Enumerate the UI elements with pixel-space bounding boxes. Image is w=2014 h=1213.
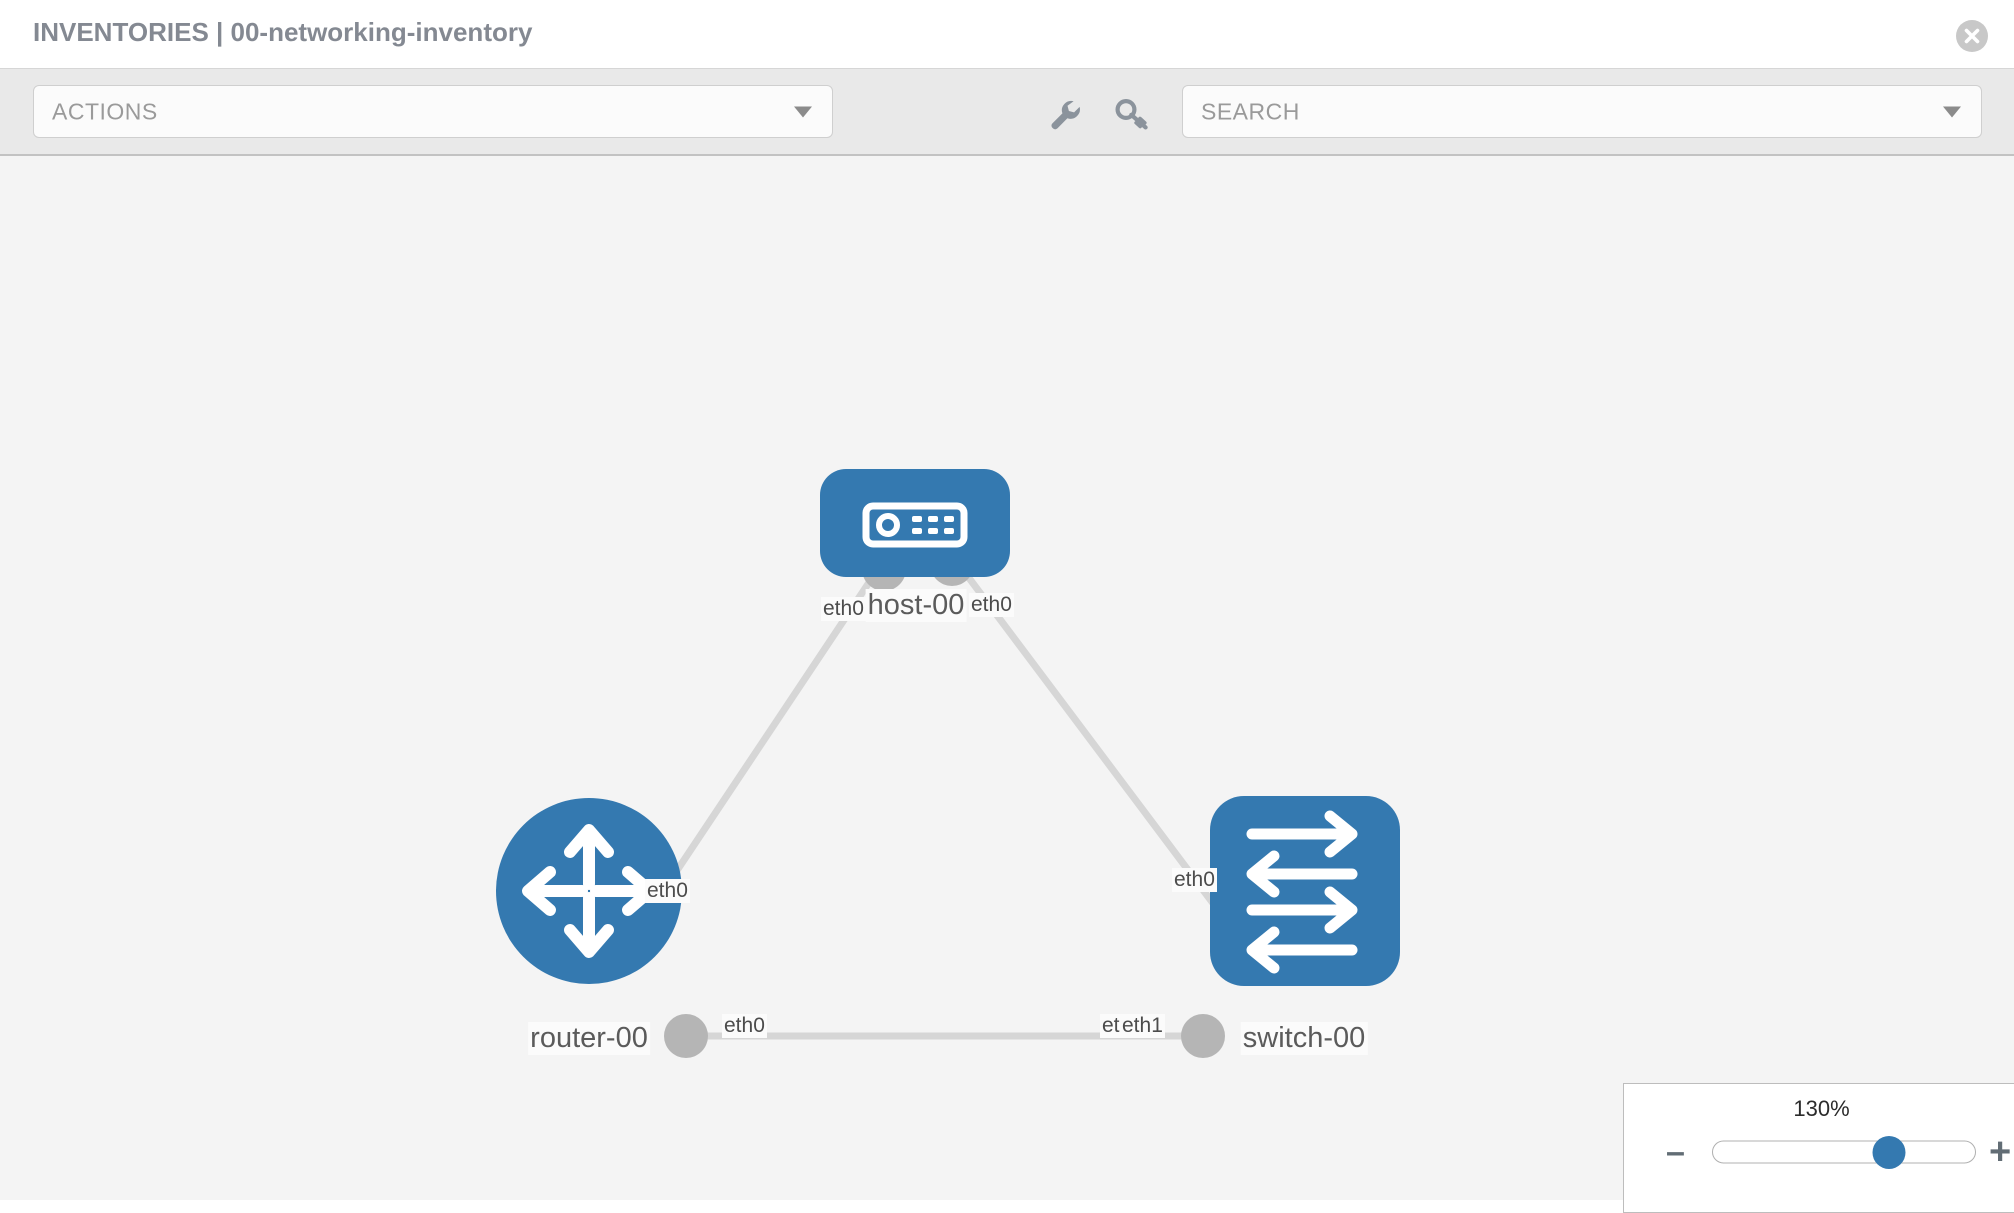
iface-label-switch-host: eth0 — [1172, 868, 1217, 892]
topology-graph[interactable] — [0, 156, 2014, 1200]
node-label-switch-00: switch-00 — [1240, 1022, 1368, 1055]
chevron-down-icon — [794, 106, 812, 117]
iface-dot-switch-left — [1181, 1014, 1225, 1058]
key-icon[interactable] — [1113, 96, 1151, 134]
zoom-slider[interactable] — [1712, 1135, 1976, 1169]
page-title: INVENTORIES | 00-networking-inventory — [33, 17, 533, 47]
zoom-in-button[interactable]: + — [1989, 1131, 2012, 1173]
node-label-router-00: router-00 — [528, 1022, 650, 1055]
topology-canvas[interactable]: host-00 router-00 switch-00 eth0 eth0 et… — [0, 156, 2014, 1200]
chevron-down-icon — [1943, 106, 1961, 117]
server-icon — [862, 502, 968, 548]
node-label-host-00: host-00 — [865, 589, 967, 622]
iface-label-router-switch: eth0 — [722, 1014, 767, 1038]
iface-label-switch-router-b: eth1 — [1120, 1014, 1165, 1038]
node-router-00[interactable] — [496, 798, 682, 984]
window-header: INVENTORIES | 00-networking-inventory — [0, 0, 2014, 68]
zoom-control-panel: 130% – + — [1623, 1083, 2014, 1213]
iface-label-host-router: eth0 — [821, 597, 866, 621]
zoom-level-value: 130% — [1793, 1096, 1850, 1121]
search-dropdown[interactable]: SEARCH — [1182, 85, 1982, 138]
link-group — [617, 563, 1248, 1040]
node-host-00[interactable] — [820, 469, 1010, 577]
node-switch-00[interactable] — [1210, 796, 1400, 986]
iface-label-host-switch: eth0 — [969, 593, 1014, 617]
iface-label-router-host: eth0 — [645, 879, 690, 903]
actions-dropdown[interactable]: ACTIONS — [33, 85, 833, 138]
actions-dropdown-label: ACTIONS — [52, 98, 158, 124]
wrench-icon[interactable] — [1046, 96, 1084, 134]
zoom-out-button[interactable]: – — [1666, 1133, 1685, 1171]
switch-arrows-icon — [1246, 810, 1358, 974]
zoom-slider-thumb[interactable] — [1872, 1135, 1906, 1169]
iface-dot-router-right — [664, 1014, 708, 1058]
search-input-placeholder: SEARCH — [1201, 98, 1300, 124]
close-icon[interactable] — [1956, 20, 1988, 52]
